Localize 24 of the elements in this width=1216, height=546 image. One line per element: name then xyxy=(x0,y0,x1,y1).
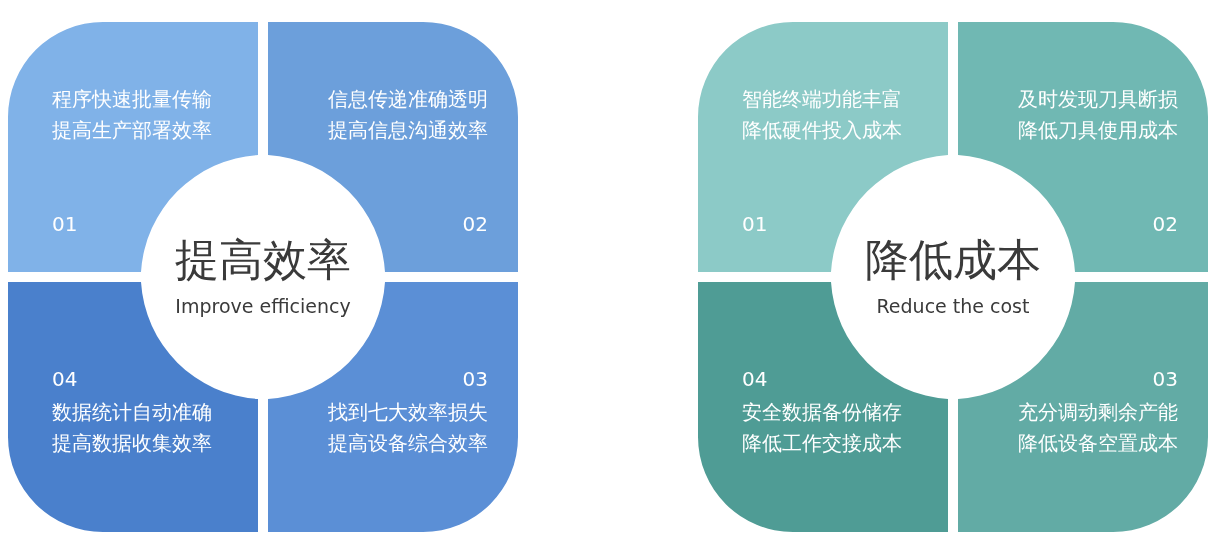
step-number: 03 xyxy=(1152,367,1178,391)
description-text: 找到七大效率损失提高设备综合效率 xyxy=(327,399,488,457)
step-number: 04 xyxy=(742,367,768,391)
step-number: 04 xyxy=(52,367,78,391)
description-text: 智能终端功能丰富降低硬件投入成本 xyxy=(742,86,903,144)
center-subtitle: Improve efficiency xyxy=(174,294,352,318)
pinwheel-graphic xyxy=(698,22,1208,532)
step-number: 03 xyxy=(462,367,488,391)
description-text: 程序快速批量传输提高生产部署效率 xyxy=(52,86,213,144)
step-number: 02 xyxy=(462,212,488,236)
pinwheel-graphic xyxy=(8,22,518,532)
description-text: 充分调动剩余产能降低设备空置成本 xyxy=(1017,399,1178,457)
step-number: 01 xyxy=(52,212,78,236)
step-number: 01 xyxy=(742,212,768,236)
description-text: 信息传递准确透明提高信息沟通效率 xyxy=(327,86,488,144)
quadrant-panel xyxy=(8,282,258,532)
step-number: 02 xyxy=(1152,212,1178,236)
center-title: 降低成本 xyxy=(864,234,1042,286)
description-text: 数据统计自动准确提高数据收集效率 xyxy=(52,399,213,457)
description-text: 安全数据备份储存降低工作交接成本 xyxy=(742,399,903,457)
description-text: 及时发现刀具断损降低刀具使用成本 xyxy=(1017,86,1178,144)
quadrant-panel xyxy=(698,282,948,532)
center-title: 提高效率 xyxy=(174,234,352,286)
center-subtitle: Reduce the cost xyxy=(875,294,1031,318)
